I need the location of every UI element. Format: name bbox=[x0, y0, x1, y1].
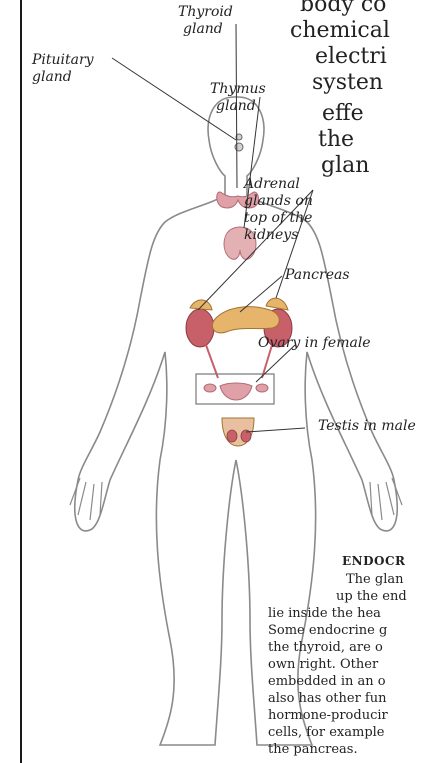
caption-line-7: embedded in an o bbox=[268, 673, 386, 690]
label-adrenal-line-2: glands on bbox=[244, 193, 313, 210]
caption-line-2: up the end bbox=[336, 588, 407, 605]
label-thymus-line-1: Thymus bbox=[210, 81, 266, 98]
left-kidney bbox=[186, 309, 214, 347]
caption-line-8: also has other fun bbox=[268, 690, 387, 707]
caption-line-9: hormone-producir bbox=[268, 707, 388, 724]
label-thyroid-line-1: Thyroid bbox=[178, 4, 233, 21]
caption-line-4: Some endocrine g bbox=[268, 622, 387, 639]
label-ovary: Ovary in female bbox=[258, 335, 371, 352]
caption-line-10: cells, for example bbox=[268, 724, 385, 741]
pituitary-gland bbox=[235, 143, 243, 151]
label-pituitary-line-2: gland bbox=[32, 69, 72, 86]
label-adrenal-line-1: Adrenal bbox=[244, 176, 300, 193]
label-pituitary-line-1: Pituitary bbox=[32, 52, 94, 69]
caption-line-1: The glan bbox=[346, 571, 403, 588]
caption-line-6: own right. Other bbox=[268, 656, 378, 673]
caption-line-3: lie inside the hea bbox=[268, 605, 381, 622]
caption-line-5: the thyroid, are o bbox=[268, 639, 383, 656]
label-thymus-line-2: gland bbox=[216, 98, 256, 115]
label-adrenal-line-3: top of the bbox=[244, 210, 312, 227]
label-adrenal-line-4: kidneys bbox=[244, 227, 298, 244]
label-thyroid-line-2: gland bbox=[183, 21, 223, 38]
caption-title: ENDOCR bbox=[342, 554, 406, 568]
label-testis: Testis in male bbox=[318, 418, 416, 435]
caption-line-11: the pancreas. bbox=[268, 741, 358, 758]
label-pancreas: Pancreas bbox=[285, 267, 350, 284]
